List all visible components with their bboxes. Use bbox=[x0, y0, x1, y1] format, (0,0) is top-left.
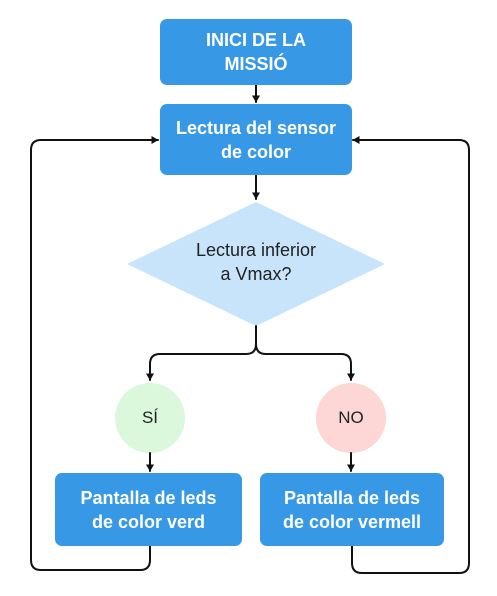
green-leds-line1: Pantalla de leds bbox=[80, 487, 217, 508]
yes-circle bbox=[115, 383, 185, 453]
red-leds-line1: Pantalla de leds bbox=[283, 487, 421, 508]
decision-text: Lectura inferior a Vmax? bbox=[156, 238, 356, 286]
read-sensor-line2: de color bbox=[220, 141, 291, 162]
connector-decision-to-yes bbox=[146, 325, 257, 381]
read-sensor-line1: Lectura del sensor bbox=[175, 117, 337, 138]
red-leds-node: Pantalla de leds de color vermell bbox=[260, 473, 444, 546]
no-label: NO bbox=[338, 408, 364, 427]
read-sensor-node: Lectura del sensor de color bbox=[160, 104, 352, 175]
green-leds-node: Pantalla de leds de color verd bbox=[55, 473, 242, 546]
yes-label: SÍ bbox=[141, 408, 159, 427]
connector-decision-to-no bbox=[255, 343, 355, 381]
green-leds-line2: de color verd bbox=[91, 511, 206, 532]
decision-diamond bbox=[127, 202, 385, 326]
connector-red-loop-back bbox=[351, 136, 470, 574]
red-leds-line2: de color vermell bbox=[282, 511, 422, 532]
no-circle bbox=[316, 383, 386, 453]
decision-line2: a Vmax? bbox=[220, 264, 292, 284]
start-node: INICI DE LA MISSIÓ bbox=[160, 19, 352, 85]
decision-line1: Lectura inferior bbox=[195, 240, 317, 260]
connector-green-loop-back bbox=[30, 136, 159, 571]
start-node-line2: MISSIÓ bbox=[224, 54, 288, 74]
start-node-line1: INICI DE LA bbox=[205, 30, 306, 50]
